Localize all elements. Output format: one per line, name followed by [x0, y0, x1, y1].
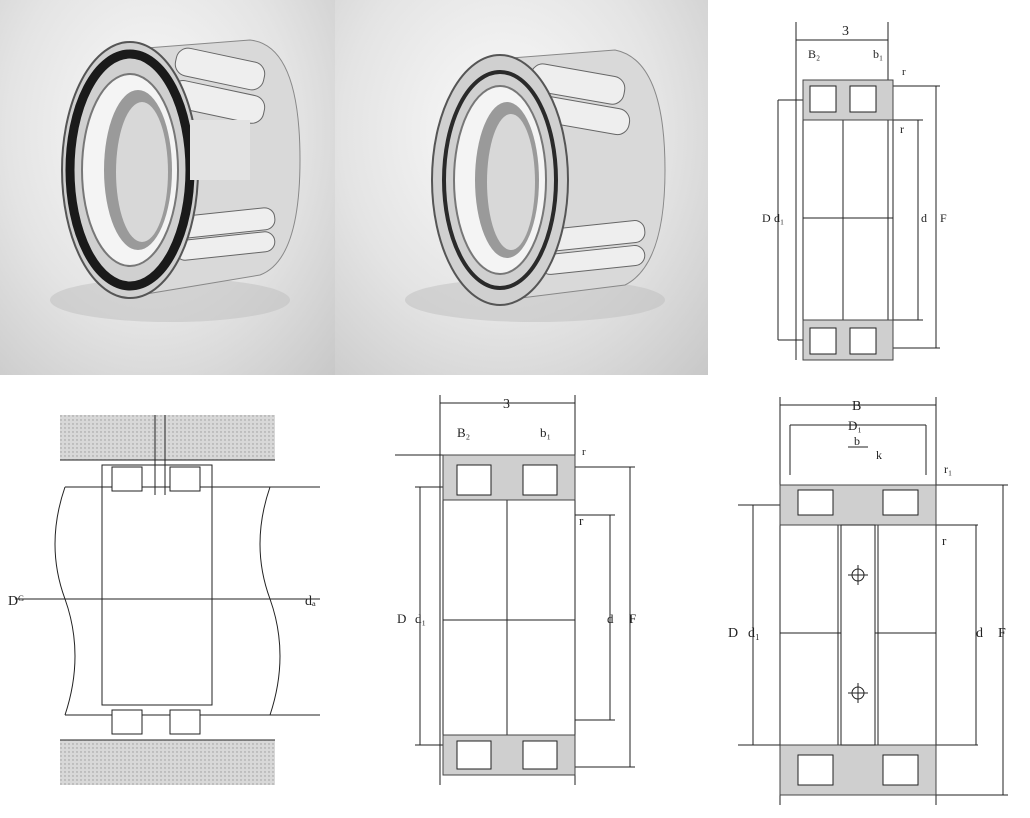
label-D1: D₁: [848, 418, 862, 433]
label-da: dₐ: [305, 594, 316, 609]
label-k: k: [876, 448, 882, 462]
label-r: r: [579, 513, 584, 528]
label-d: d: [607, 611, 614, 626]
label-d: d: [921, 211, 927, 225]
dimension-drawing-top-right: 3 B₂ b₁ r r D d₁ d F: [708, 0, 1030, 375]
label-d1: d₁: [774, 211, 784, 225]
label-B: B: [852, 399, 861, 414]
label-r: r: [900, 122, 904, 136]
label-r-top: r: [582, 446, 586, 458]
label-b: b: [854, 434, 860, 448]
label-B: 3: [503, 397, 510, 412]
label-B2: B₂: [457, 425, 470, 440]
label-r: r: [942, 533, 947, 548]
label-d: d: [976, 626, 983, 641]
label-F: F: [998, 626, 1006, 641]
label-B: 3: [842, 24, 849, 39]
label-F: F: [940, 211, 947, 225]
label-B2: B₂: [808, 47, 820, 61]
label-Da: Dᴳ: [8, 594, 24, 609]
label-d1: d₁: [748, 626, 760, 641]
label-F: F: [629, 611, 636, 626]
label-b1: b₁: [873, 47, 883, 61]
label-D: D: [762, 211, 771, 225]
dimension-drawing-bottom-right: B D₁ b k r₁ r D d₁ d F: [708, 375, 1030, 818]
label-d1: d₁: [415, 611, 426, 626]
label-b1: b₁: [540, 425, 551, 440]
dimension-drawing-bottom-middle: 3 B₂ b₁ r r D d₁ d F: [335, 375, 708, 818]
bearing-photo-sealed: [0, 0, 335, 375]
label-D: D: [728, 626, 738, 641]
bearing-photo-open: [335, 0, 708, 375]
mounting-drawing: Dᴳ dₐ: [0, 375, 335, 818]
label-r-top: r: [902, 66, 906, 78]
label-r1: r₁: [944, 462, 952, 476]
label-D: D: [397, 611, 406, 626]
